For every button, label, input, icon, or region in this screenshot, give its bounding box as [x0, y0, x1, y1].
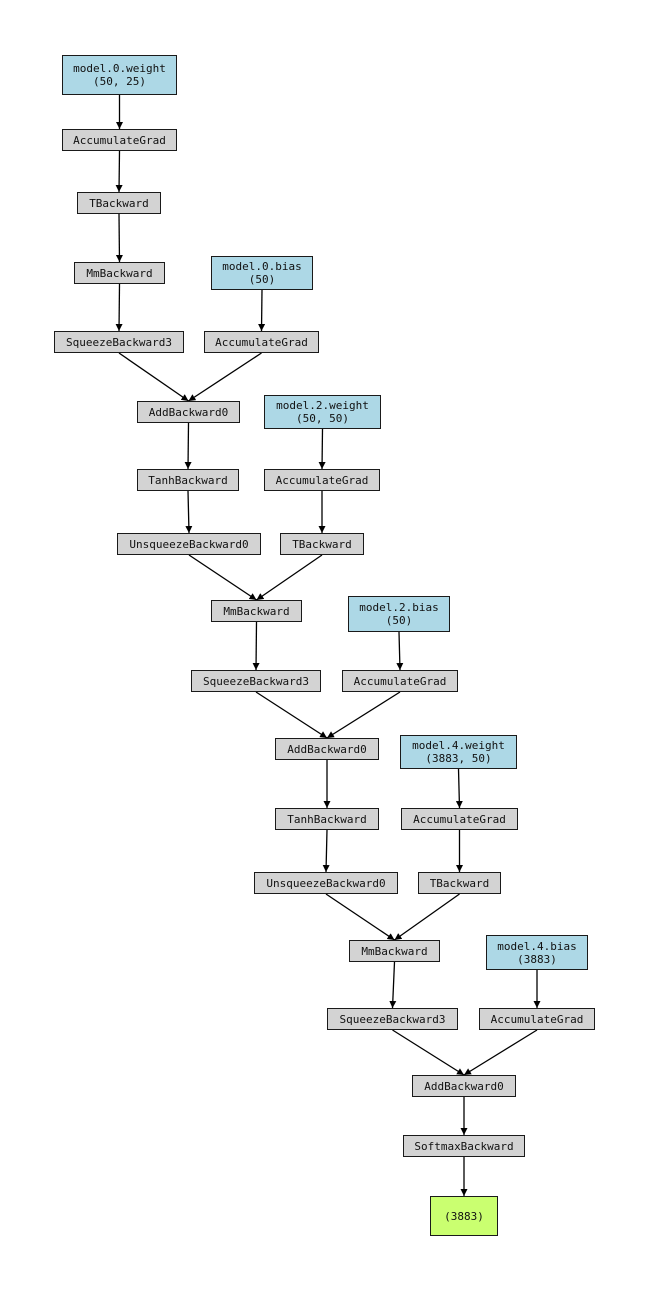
node-tanh0: TanhBackward — [137, 469, 239, 491]
node-b4: model.4.bias (3883) — [486, 935, 588, 970]
edge-tanh0-to-unsq0 — [185, 490, 193, 534]
edge-sq2-to-add2 — [255, 691, 328, 739]
edge-mm0-to-sq0 — [115, 283, 123, 332]
node-w4: model.4.weight (3883, 50) — [400, 735, 517, 769]
node-add0: AddBackward0 — [137, 401, 240, 423]
edge-w2-to-acc_w2 — [318, 428, 326, 470]
node-label: model.4.bias (3883) — [497, 939, 577, 966]
node-out: (3883) — [430, 1196, 498, 1236]
edge-acc_b4-to-add4 — [463, 1029, 538, 1076]
node-label: MmBackward — [361, 944, 428, 958]
node-unsq2: UnsqueezeBackward0 — [254, 872, 398, 894]
node-acc_b2: AccumulateGrad — [342, 670, 458, 692]
node-label: AccumulateGrad — [353, 674, 447, 688]
node-tanh2: TanhBackward — [275, 808, 379, 830]
node-label: MmBackward — [223, 604, 290, 618]
node-label: model.2.bias (50) — [359, 601, 439, 627]
node-acc_w4: AccumulateGrad — [401, 808, 518, 830]
edge-unsq0-to-mm2 — [188, 554, 257, 601]
edge-b2-to-acc_b2 — [396, 631, 404, 671]
node-label: SoftmaxBackward — [414, 1139, 514, 1153]
node-label: AccumulateGrad — [413, 812, 506, 826]
node-add4: AddBackward0 — [412, 1075, 516, 1097]
node-label: model.4.weight (3883, 50) — [412, 739, 505, 765]
node-label: SqueezeBackward3 — [203, 674, 309, 688]
node-add2: AddBackward0 — [275, 738, 379, 760]
node-label: (3883) — [444, 1209, 484, 1223]
node-t2: TBackward — [280, 533, 364, 555]
edge-t2-to-mm2 — [256, 554, 323, 601]
edge-mm4-to-sq4 — [389, 961, 397, 1009]
node-label: TBackward — [292, 537, 352, 551]
node-label: TanhBackward — [287, 812, 367, 826]
edge-mm2-to-sq2 — [252, 621, 260, 671]
node-sq2: SqueezeBackward3 — [191, 670, 321, 692]
edge-acc_b0-to-add0 — [188, 352, 262, 402]
node-label: AccumulateGrad — [275, 473, 369, 487]
node-sq0: SqueezeBackward3 — [54, 331, 184, 353]
node-sq4: SqueezeBackward3 — [327, 1008, 458, 1030]
node-t0: TBackward — [77, 192, 161, 214]
edge-sq0-to-add0 — [118, 352, 189, 402]
edge-t4-to-mm4 — [394, 893, 460, 941]
node-softmax: SoftmaxBackward — [403, 1135, 525, 1157]
edge-w4-to-acc_w4 — [455, 768, 463, 809]
node-w2: model.2.weight (50, 50) — [264, 395, 381, 429]
edge-unsq2-to-mm4 — [325, 893, 395, 941]
edge-acc_w0-to-t0 — [115, 150, 123, 193]
node-w0: model.0.weight (50, 25) — [62, 55, 177, 95]
edge-acc_b2-to-add2 — [326, 691, 401, 739]
node-label: AccumulateGrad — [73, 133, 166, 147]
node-label: UnsqueezeBackward0 — [129, 537, 249, 551]
node-unsq0: UnsqueezeBackward0 — [117, 533, 261, 555]
node-b0: model.0.bias (50) — [211, 256, 313, 290]
node-acc_w0: AccumulateGrad — [62, 129, 177, 151]
node-b2: model.2.bias (50) — [348, 596, 450, 632]
edge-t0-to-mm0 — [115, 213, 123, 263]
node-label: model.2.weight (50, 50) — [276, 399, 369, 425]
node-label: AccumulateGrad — [490, 1012, 584, 1026]
node-acc_b0: AccumulateGrad — [204, 331, 319, 353]
node-t4: TBackward — [418, 872, 501, 894]
node-label: AccumulateGrad — [215, 335, 308, 349]
node-label: AddBackward0 — [287, 742, 367, 756]
node-label: TBackward — [429, 876, 490, 890]
node-label: AddBackward0 — [424, 1079, 504, 1093]
edge-sq4-to-add4 — [392, 1029, 465, 1076]
edge-tanh2-to-unsq2 — [322, 829, 330, 873]
node-label: TanhBackward — [148, 473, 228, 487]
node-mm4: MmBackward — [349, 940, 440, 962]
node-label: TBackward — [89, 196, 149, 210]
node-label: AddBackward0 — [148, 405, 229, 419]
edge-b0-to-acc_b0 — [258, 289, 266, 332]
node-label: UnsqueezeBackward0 — [266, 876, 386, 890]
node-label: MmBackward — [86, 266, 153, 280]
node-acc_b4: AccumulateGrad — [479, 1008, 595, 1030]
node-acc_w2: AccumulateGrad — [264, 469, 380, 491]
node-label: model.0.weight (50, 25) — [73, 62, 166, 88]
node-mm0: MmBackward — [74, 262, 165, 284]
node-label: model.0.bias (50) — [222, 260, 302, 286]
node-label: SqueezeBackward3 — [339, 1012, 446, 1026]
node-mm2: MmBackward — [211, 600, 302, 622]
edge-add0-to-tanh0 — [184, 422, 192, 470]
node-label: SqueezeBackward3 — [66, 335, 172, 349]
